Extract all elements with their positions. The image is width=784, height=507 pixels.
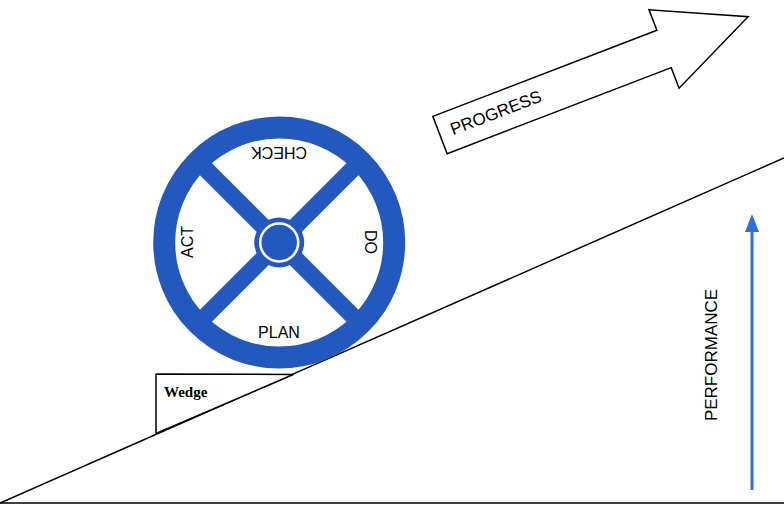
- performance-arrow-head: [745, 214, 759, 232]
- wheel-spoke: [203, 167, 355, 319]
- phase-label: PLAN: [258, 324, 300, 342]
- wheel-hub-ring: [260, 224, 298, 262]
- wedge-shape: Wedge: [156, 370, 297, 436]
- performance-arrow-shaft: [751, 228, 754, 490]
- progress-arrow-outline: [420, 0, 768, 186]
- progress-arrow: PROGRESS: [420, 0, 768, 186]
- wheel-rim: [164, 128, 394, 358]
- ground-line: [0, 502, 784, 504]
- wheel-hub: [254, 218, 304, 268]
- axis-label: PERFORMANCE: [703, 289, 722, 421]
- wedge-triangle: [156, 374, 293, 434]
- wedge-shape-outline: [156, 370, 297, 436]
- wheel-spoke: [203, 167, 355, 319]
- phase-label: ACT: [179, 226, 197, 258]
- phase-label: DO: [361, 230, 379, 254]
- phase-label: CHECK: [251, 143, 307, 161]
- progress-arrow-shape: [425, 0, 763, 174]
- pdca-wheel: [164, 128, 394, 358]
- wedge-label: Wedge: [164, 384, 207, 401]
